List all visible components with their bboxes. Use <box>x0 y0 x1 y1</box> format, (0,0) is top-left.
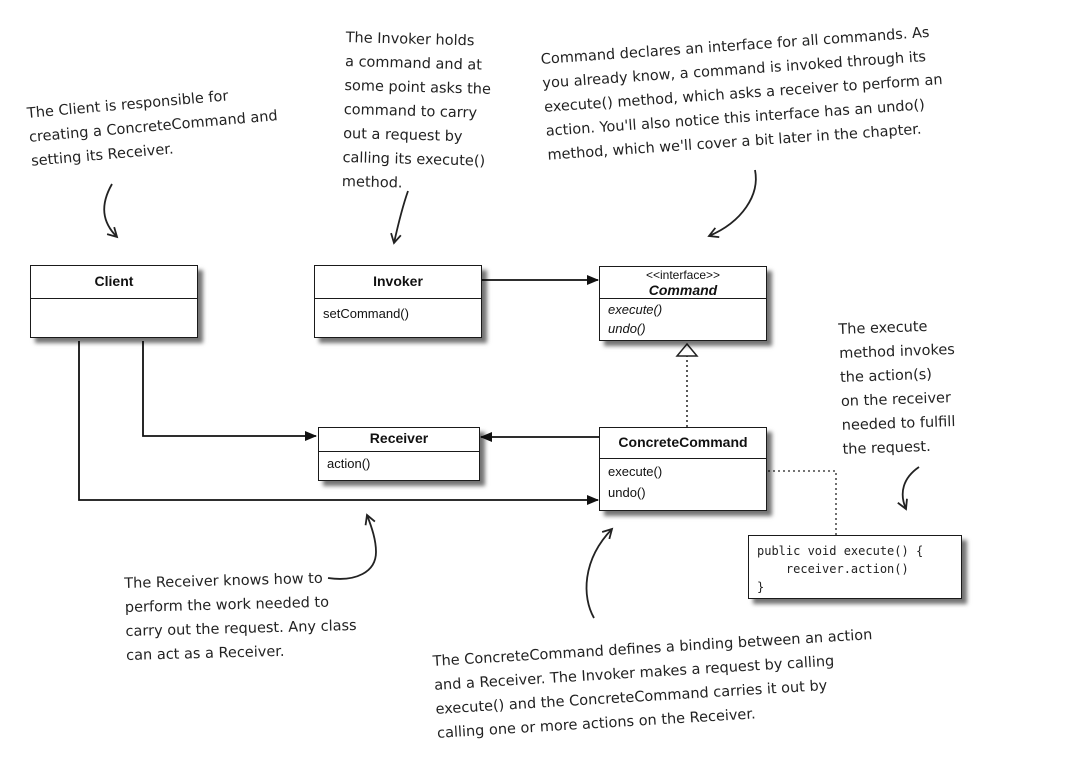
receiver-class: Receiver action() <box>318 427 480 481</box>
invoker-class: Invoker setCommand() <box>314 265 482 338</box>
code-line: } <box>757 580 765 594</box>
execute-note-arrow <box>897 466 920 511</box>
method-execute: execute() <box>608 464 663 479</box>
method-setcommand: setCommand() <box>323 306 409 321</box>
class-name: Receiver <box>319 428 479 452</box>
code-line: receiver.action() <box>757 562 909 576</box>
client-to-concretecommand-association <box>78 341 599 505</box>
method-action: action() <box>327 456 371 471</box>
class-methods: action() <box>319 452 479 478</box>
invoker-note-arrow <box>390 190 409 245</box>
command-interface: <<interface>> Command execute() undo() <box>599 266 767 341</box>
class-methods <box>31 299 197 307</box>
realization-triangle <box>675 342 699 357</box>
method-undo: undo() <box>608 485 646 500</box>
command-note-arrow <box>707 169 757 238</box>
note-line: method invokes <box>838 341 956 362</box>
note-line: method. <box>341 173 403 192</box>
code-line: public void execute() { <box>757 544 924 558</box>
receiver-note: The Receiver knows how to perform the wo… <box>124 566 358 668</box>
method-execute: execute() <box>608 302 663 317</box>
class-name: Client <box>31 266 197 299</box>
invoker-note: The Invoker holds a command and at some … <box>342 26 493 198</box>
execute-note: The execute method invokes the action(s)… <box>838 314 959 462</box>
interface-name: <<interface>> Command <box>600 267 766 299</box>
concrete-note-arrow <box>585 527 614 619</box>
note-line: needed to fulfill <box>841 413 956 434</box>
method-undo: undo() <box>608 321 646 336</box>
class-methods: setCommand() <box>315 299 481 328</box>
class-methods: execute() undo() <box>600 299 766 342</box>
stereotype-label: <<interface>> <box>645 268 721 282</box>
class-methods: execute() undo() <box>600 459 766 507</box>
class-name: Invoker <box>315 266 481 299</box>
interface-title: Command <box>648 282 718 298</box>
execute-code-note: public void execute() { receiver.action(… <box>748 535 962 599</box>
client-class: Client <box>30 265 198 338</box>
receiver-note-arrow <box>327 513 377 580</box>
note-line: the request. <box>842 438 931 458</box>
class-name: ConcreteCommand <box>600 428 766 459</box>
client-to-receiver-association <box>142 341 317 441</box>
client-note-arrow <box>103 183 119 239</box>
concretecommand-class: ConcreteCommand execute() undo() <box>599 427 767 511</box>
